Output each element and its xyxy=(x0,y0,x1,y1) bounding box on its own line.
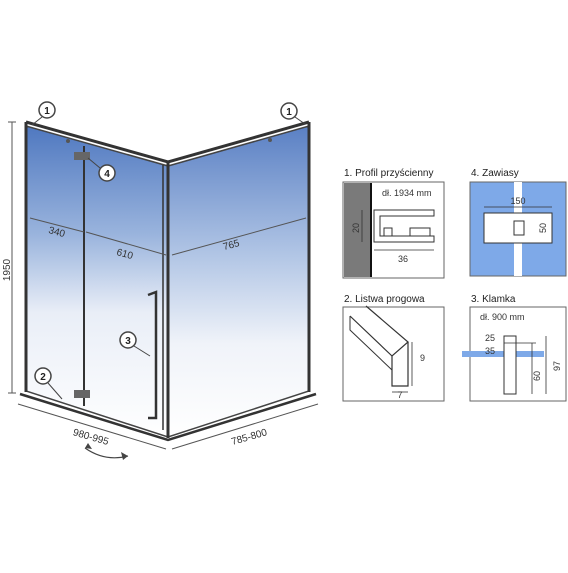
handle-height: 97 xyxy=(552,361,562,371)
svg-text:4: 4 xyxy=(104,169,110,180)
hinge-top-icon xyxy=(74,152,90,160)
detail-4-title: 4. Zawiasy xyxy=(471,168,519,179)
threshold-width: 7 xyxy=(397,390,402,400)
handle-width: 35 xyxy=(485,346,495,356)
side-glass-panel xyxy=(167,125,310,439)
detail-3-title: 3. Klamka xyxy=(471,294,516,305)
hinge-height: 50 xyxy=(538,223,548,233)
profile-height: 20 xyxy=(351,223,361,233)
detail-2-title: 2. Listwa progowa xyxy=(344,294,425,305)
svg-text:2: 2 xyxy=(40,372,46,383)
fixed-panel-width: 340 xyxy=(47,225,66,240)
height-dimension: 1950 xyxy=(2,121,16,394)
threshold-height: 9 xyxy=(420,353,425,363)
hinge-bottom-icon xyxy=(74,390,90,398)
height-label: 1950 xyxy=(2,258,13,281)
callout-4: 4 xyxy=(87,157,116,182)
handle-depth: 25 xyxy=(485,333,495,343)
callout-2: 2 xyxy=(34,367,63,400)
side-panel-width: 765 xyxy=(222,238,241,253)
width-dimensions: 340 610 765 xyxy=(29,217,307,262)
detail-handle: 3. Klamka dł. 900 mm 25 35 60 97 xyxy=(462,294,567,402)
hinge-width: 150 xyxy=(510,196,525,206)
detail-1-title: 1. Profil przyścienny xyxy=(344,168,433,179)
detail-hinges: 4. Zawiasy 150 50 xyxy=(469,168,567,277)
door-handle-icon xyxy=(147,290,158,420)
side-width-label: 785-800 xyxy=(230,427,269,448)
detail-threshold: 2. Listwa progowa 9 7 xyxy=(342,294,445,402)
profile-length: dł. 1934 mm xyxy=(382,188,432,198)
detail-wall-profile: 1. Profil przyścienny dł. 1934 mm 20 36 xyxy=(342,168,445,279)
profile-width: 36 xyxy=(398,254,408,264)
door-width: 610 xyxy=(115,247,134,262)
svg-text:3: 3 xyxy=(125,336,131,347)
handle-offset: 60 xyxy=(532,371,542,381)
callout-1-right: 1 xyxy=(280,102,306,125)
front-glass-panel xyxy=(25,125,169,439)
svg-text:1: 1 xyxy=(286,107,292,118)
shower-cabin xyxy=(19,120,317,442)
svg-text:1: 1 xyxy=(44,106,50,117)
callout-3: 3 xyxy=(119,331,151,357)
callout-1-left: 1 xyxy=(31,101,56,126)
handle-length: dł. 900 mm xyxy=(480,312,525,322)
